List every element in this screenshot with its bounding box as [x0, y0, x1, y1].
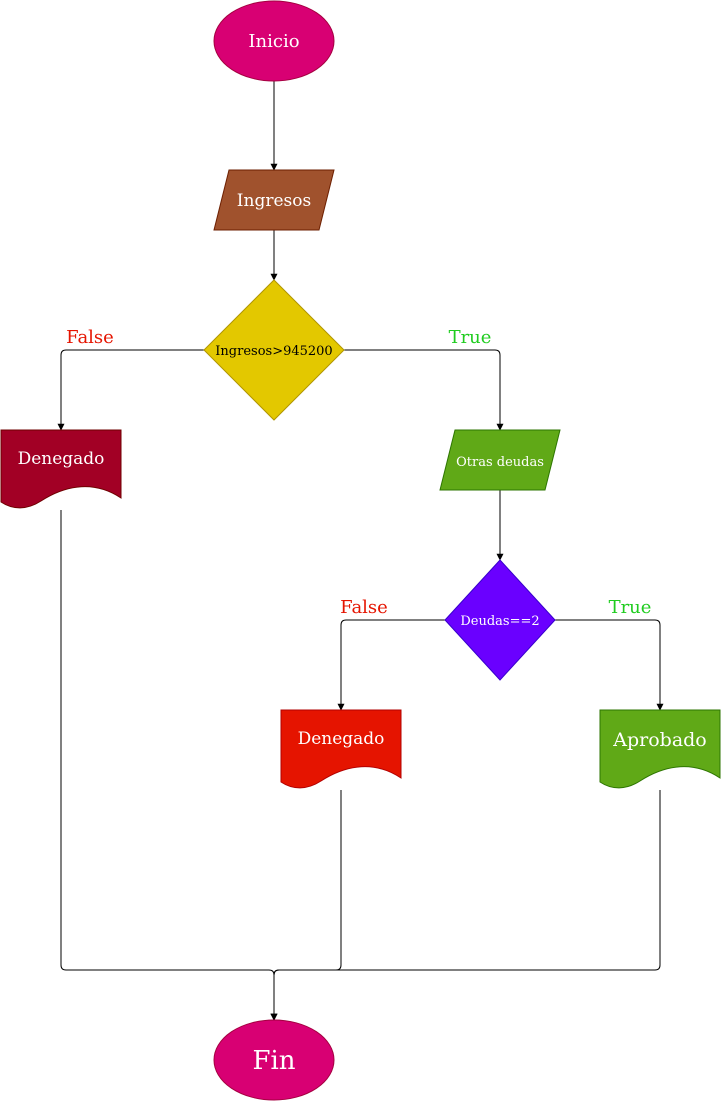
edge-denied-middle-to-end: [270, 790, 342, 1021]
start-node: Inicio: [213, 0, 335, 82]
debts-false-label: False: [340, 597, 388, 618]
income-parallelogram: [213, 169, 335, 231]
debts-decision-label: Deudas==2: [460, 614, 539, 629]
denied-middle-node: Denegado: [280, 709, 402, 789]
debts-diamond: [444, 559, 556, 681]
end-label: Fin: [252, 1046, 295, 1076]
denied-left-label: Denegado: [18, 449, 105, 469]
debts-label: Otras deudas: [456, 455, 544, 470]
end-node: Fin: [213, 1019, 335, 1101]
approved-label: Aprobado: [612, 729, 707, 751]
denied-left-document: [0, 429, 122, 509]
end-ellipse: [213, 1019, 335, 1101]
denied-middle-document: [280, 709, 402, 789]
income-input-node: Ingresos: [213, 169, 335, 231]
income-decision-node: Ingresos>945200: [203, 279, 345, 421]
start-ellipse: [213, 0, 335, 82]
debts-true-label: True: [609, 597, 652, 618]
denied-left-node: Denegado: [0, 429, 122, 509]
income-diamond: [203, 279, 345, 421]
connectors: [57, 81, 664, 1021]
edge-decision-true: [344, 349, 504, 431]
debts-parallelogram: [439, 429, 561, 491]
edge-denied-left-to-end: [60, 510, 278, 1021]
edge-debts-false: [337, 619, 445, 711]
income-false-label: False: [66, 327, 114, 348]
denied-middle-label: Denegado: [298, 729, 385, 749]
edge-approved-to-end: [270, 790, 661, 1021]
edge-debts-true: [555, 619, 664, 711]
income-label: Ingresos: [237, 191, 311, 211]
edge-decision-false: [57, 349, 204, 431]
income-decision-label: Ingresos>945200: [215, 344, 332, 359]
income-true-label: True: [449, 327, 492, 348]
debts-decision-node: Deudas==2: [444, 559, 556, 681]
debts-input-node: Otras deudas: [439, 429, 561, 491]
approved-node: Aprobado: [599, 709, 721, 789]
start-label: Inicio: [248, 31, 299, 52]
approved-document: [599, 709, 721, 789]
